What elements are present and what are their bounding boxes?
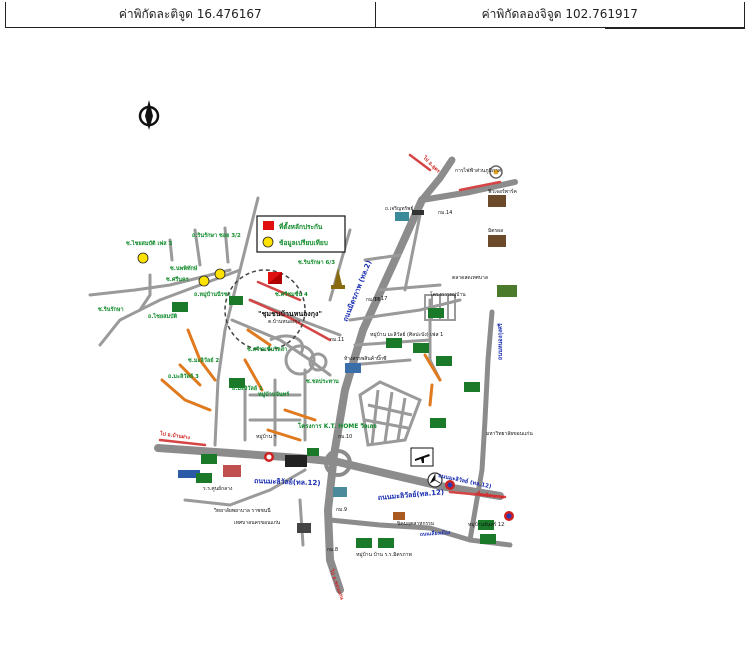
street-label-14: ถ.มะลิวัลย์ 3 bbox=[168, 373, 199, 380]
roundabout bbox=[324, 449, 352, 477]
road-to-udon bbox=[418, 156, 456, 204]
longitude-cell: ค่าพิกัดลองจิจูด 102.761917 bbox=[374, 2, 745, 27]
housing-grid bbox=[358, 380, 422, 447]
place-label-13: ร.ร.ศูนย์กลาง bbox=[203, 485, 233, 492]
km-marker-8: กม.8 bbox=[327, 547, 338, 553]
temple-icon bbox=[331, 268, 345, 289]
km-marker-14: กม.14 bbox=[438, 210, 452, 216]
place-label-5: ตลาดสดเทศบาล bbox=[452, 275, 488, 281]
road-label-bypass: ถนนเลี่ยงเมือง bbox=[420, 528, 451, 538]
km-marker-17: กม.17 bbox=[373, 296, 387, 302]
legend-box: ที่ตั้งหลักประกัน ข้อมูลเปรียบเทียบ bbox=[256, 215, 346, 253]
road-nongkung bbox=[467, 309, 495, 543]
road-maliwan bbox=[154, 444, 504, 500]
place-label-6: ห้างสรรพสินค้าบิ๊กซี bbox=[344, 354, 387, 362]
place-label-0: การไฟฟ้าส่วนภูมิภาค bbox=[455, 167, 501, 174]
place-label-10: หมู่บ้านจันทร์ 12 bbox=[468, 521, 504, 528]
road-to-northeast bbox=[419, 179, 518, 203]
coordinate-table: ค่าพิกัดละติจูด 16.476167 ค่าพิกัดลองจิจ… bbox=[5, 2, 745, 28]
place-label-9: มหาวิทยาลัยขอนแก่น bbox=[486, 430, 533, 437]
village-icons bbox=[172, 296, 496, 548]
km-marker-10: กม.10 bbox=[338, 434, 352, 440]
focus-subtitle: ต.บ้านหนองกุง bbox=[268, 318, 300, 325]
comparison-markers bbox=[137, 252, 226, 287]
loop-roads bbox=[269, 334, 328, 376]
place-label-1: ฟิวเจอร์พาร์ค bbox=[488, 188, 517, 195]
latitude-cell: ค่าพิกัดละติจูด 16.476167 bbox=[118, 7, 262, 21]
shop-logo-icon bbox=[264, 452, 514, 521]
header-underline bbox=[605, 28, 745, 29]
street-label-1: ถ.รินรักษา ซอย 3/2 bbox=[192, 232, 241, 239]
collateral-marker bbox=[268, 272, 282, 284]
comparison-marker-2 bbox=[214, 268, 226, 280]
street-label-7: ถ.ไชยสมบัติ bbox=[148, 312, 178, 320]
red-roads bbox=[158, 153, 507, 499]
airport-icon bbox=[410, 447, 434, 467]
orange-roads bbox=[160, 328, 442, 442]
place-label-8: โครงการ K.T. HOME วิลเลจ bbox=[297, 422, 377, 430]
place-label-14: วิทยาลัยพยาบาล ราชชนนี bbox=[214, 507, 271, 514]
street-label-13: ถ.มะลิวัลย์ 1 bbox=[232, 385, 263, 392]
legend-collateral-text: ที่ตั้งหลักประกัน bbox=[279, 221, 323, 231]
km-marker-13: กม.13 bbox=[366, 297, 380, 303]
place-label-2: มิตรผล bbox=[488, 227, 503, 234]
road-label-nongkung: ถนนหนองกุงศรี bbox=[497, 323, 504, 360]
power-authority-icon bbox=[489, 165, 503, 179]
focus-title: "ชุมชนบ้านหนองกุง" bbox=[258, 309, 322, 318]
road-label-maliwan-east: ถนนมะลิวัลย์(ทล.12) bbox=[377, 487, 444, 502]
focus-area-circle bbox=[224, 269, 306, 351]
building-icon bbox=[178, 195, 517, 533]
road-label-maliwan-west: ถนนมะลิวัลย์(ทล.12) bbox=[254, 476, 321, 487]
comparison-marker-3 bbox=[198, 275, 210, 287]
place-label-11: นิคมอุตสาหกรรม bbox=[397, 520, 434, 527]
car-dealer-icon bbox=[427, 472, 443, 488]
km-markers: กม.14 กม.13 กม.11 กม.10 กม.9 กม.8 กม.17 bbox=[327, 210, 452, 553]
street-labels: ถ.รินรักษา ซอย 3/2 ซ.ไชยสมบัติ เฟส 3 ซ.น… bbox=[98, 232, 339, 399]
street-label-11: ซ.ชลประทาน bbox=[306, 377, 339, 385]
place-label-16: หมู่บ้าน ฯ bbox=[256, 433, 277, 440]
street-label-6: ซ.รินรักษา bbox=[98, 306, 124, 313]
street-label-2: ซ.ไชยสมบัติ เฟส 3 bbox=[126, 239, 173, 247]
street-label-15: หมู่บ้านจันทร์ bbox=[258, 390, 289, 399]
legend-compare-marker bbox=[262, 236, 274, 248]
place-label-3: ถ.เจริญทรัพย์ bbox=[385, 205, 413, 212]
street-label-12: ซ.มะลิวัลย์ 2 bbox=[188, 357, 219, 364]
place-label-7: หมู่บ้าน มะลิวัลย์ (ศิลปะบัง) เฟส 1 bbox=[370, 331, 443, 338]
comparison-marker-1 bbox=[137, 252, 149, 264]
legend-compare-text: ข้อมูลเปรียบเทียบ bbox=[279, 238, 328, 248]
place-label-15: เทศบาลนครขอนแก่น bbox=[234, 520, 281, 526]
north-arrow-icon bbox=[138, 100, 160, 130]
road-label-to-west: ไป อ.บ้านฝาง bbox=[159, 430, 191, 441]
place-label-12: หมู่บ้าน บ้าน ร.ร.มิตรภาพ bbox=[356, 551, 412, 558]
km-marker-11: กม.11 bbox=[330, 337, 344, 343]
focus-label: "ชุมชนบ้านหนองกุง" ต.บ้านหนองกุง bbox=[258, 309, 322, 325]
place-label-4: โครงการหมู่บ้าน bbox=[430, 291, 466, 298]
street-label-4: ซ.ศรีนคร bbox=[166, 276, 189, 283]
km-marker-9: กม.9 bbox=[336, 507, 347, 513]
street-label-5: ถ.หมู่บ้านนีรชา bbox=[194, 290, 231, 299]
street-label-9: ซ.ศรีชมชื่น 4 bbox=[275, 290, 308, 298]
street-label-3: ซ.นพพิทักษ์ bbox=[170, 265, 198, 272]
street-label-10: ซ.ศรีชมชื่นวิลล่า bbox=[247, 345, 287, 353]
place-labels: การไฟฟ้าส่วนภูมิภาค ฟิวเจอร์พาร์ค มิตรผล… bbox=[203, 167, 533, 558]
legend-collateral-marker bbox=[263, 221, 274, 230]
road-mittraphap bbox=[324, 196, 426, 594]
street-label-8: ซ.รินรักษา 6/3 bbox=[298, 259, 335, 266]
